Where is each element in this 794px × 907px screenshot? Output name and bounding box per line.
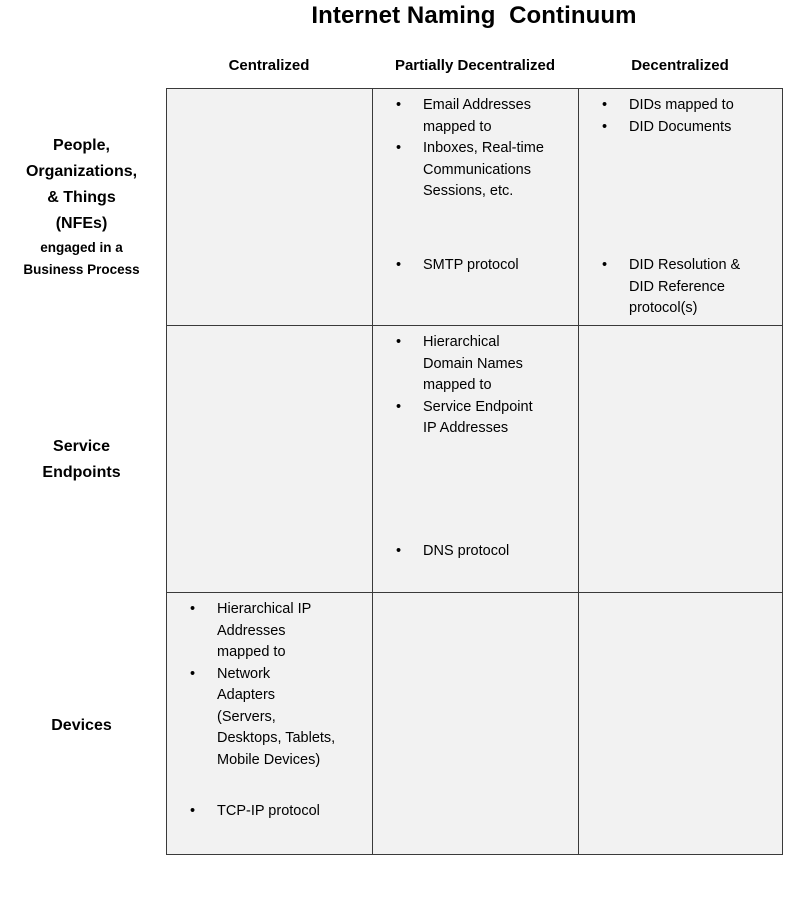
bullet-dot-icon: • [190, 665, 196, 682]
row-label-primary-text: People, Organizations, & Things (NFEs) [25, 137, 138, 232]
bullet-text: Service Endpoint IP Addresses [423, 398, 533, 437]
bullet-item: • DID Resolution & DID Reference protocol… [583, 255, 778, 320]
naming-continuum-matrix: • Email Addresses mapped to • Inboxes, Real… [166, 88, 783, 855]
row-label-service-endpoints: Service Endpoints [0, 326, 166, 594]
mapping-bullet-list: • DIDs mapped to • DID Documents [583, 95, 778, 138]
bullet-text: DID Resolution & DID Reference protocol(… [629, 257, 741, 316]
bullet-item: • SMTP protocol [377, 255, 574, 277]
row-label-primary-text: Devices [51, 716, 112, 734]
cell-people-centralized[interactable] [166, 88, 373, 326]
bullet-item: • Network Adapters (Servers, Desktops, Ta… [171, 664, 368, 772]
row-label-secondary-text: engaged in a Business Process [23, 240, 140, 277]
bullet-dot-icon: • [602, 97, 608, 113]
column-header-decentralized: Decentralized [631, 57, 729, 74]
bullet-text: DNS protocol [423, 543, 510, 559]
protocol-bullet-list: • DID Resolution & DID Reference protocol… [583, 255, 778, 320]
bullet-dot-icon: • [396, 334, 402, 350]
bullet-dot-icon: • [602, 257, 608, 273]
bullet-item: • Inboxes, Real-time Communications Sessi… [377, 138, 574, 203]
cell-devices-centralized[interactable]: • Hierarchical IP Addresses mapped to • Net… [166, 592, 373, 855]
column-header-row: Centralized Partially Decentralized Dece… [166, 56, 782, 80]
protocol-bullet-list: • DNS protocol [377, 541, 574, 563]
row-label-devices: Devices [0, 594, 166, 857]
bullet-item: • Email Addresses mapped to [377, 95, 574, 138]
bullet-dot-icon: • [602, 118, 608, 135]
bullet-dot-icon: • [396, 140, 402, 156]
mapping-bullet-list: • Email Addresses mapped to • Inboxes, Real… [377, 95, 574, 203]
bullet-dot-icon: • [396, 543, 402, 559]
bullet-item: • DID Documents [583, 117, 778, 139]
cell-devices-partially-decentralized[interactable] [372, 592, 579, 855]
protocol-bullet-list: • SMTP protocol [377, 255, 574, 277]
bullet-item: • TCP-IP protocol [171, 801, 368, 823]
bullet-dot-icon: • [190, 803, 196, 819]
bullet-dot-icon: • [396, 257, 402, 273]
bullet-item: • DNS protocol [377, 541, 574, 563]
bullet-item: • Hierarchical IP Addresses mapped to [171, 599, 368, 664]
bullet-dot-icon: • [190, 601, 196, 617]
table-row: • Hierarchical Domain Names mapped to • Ser… [166, 325, 783, 593]
protocol-bullet-list: • TCP-IP protocol [171, 801, 368, 823]
column-header-centralized: Centralized [228, 57, 310, 74]
bullet-text: Inboxes, Real-time Communications Sessio… [423, 140, 544, 199]
row-label-primary-text: Service Endpoints [42, 438, 121, 481]
bullet-text: DID Documents [629, 118, 732, 135]
bullet-text: Hierarchical Domain Names mapped to [423, 334, 523, 393]
table-row: • Hierarchical IP Addresses mapped to • Net… [166, 592, 783, 855]
cell-people-decentralized[interactable]: • DIDs mapped to • DID Documents • DID Resolu… [578, 88, 783, 326]
mapping-bullet-list: • Hierarchical IP Addresses mapped to • Net… [171, 599, 368, 771]
cell-devices-decentralized[interactable] [578, 592, 783, 855]
table-row: • Email Addresses mapped to • Inboxes, Real… [166, 88, 783, 326]
bullet-item: • Service Endpoint IP Addresses [377, 397, 574, 440]
cell-people-partially-decentralized[interactable]: • Email Addresses mapped to • Inboxes, Real… [372, 88, 579, 326]
bullet-text: Hierarchical IP Addresses mapped to [217, 601, 312, 660]
bullet-dot-icon: • [396, 97, 402, 113]
bullet-text: Network Adapters (Servers, Desktops, Tab… [217, 665, 336, 768]
bullet-dot-icon: • [396, 398, 402, 415]
cell-service-endpoints-centralized[interactable] [166, 325, 373, 593]
cell-service-endpoints-partially-decentralized[interactable]: • Hierarchical Domain Names mapped to • Ser… [372, 325, 579, 593]
row-label-gutter: People, Organizations, & Things (NFEs) e… [0, 88, 166, 857]
mapping-bullet-list: • Hierarchical Domain Names mapped to • Ser… [377, 332, 574, 440]
bullet-text: Email Addresses mapped to [423, 97, 531, 135]
bullet-item: • DIDs mapped to [583, 95, 778, 117]
page-title: Internet Naming Continuum [311, 2, 637, 29]
bullet-text: SMTP protocol [423, 257, 519, 273]
cell-service-endpoints-decentralized[interactable] [578, 325, 783, 593]
bullet-item: • Hierarchical Domain Names mapped to [377, 332, 574, 397]
bullet-text: DIDs mapped to [629, 97, 734, 113]
column-header-partially-decentralized: Partially Decentralized [394, 57, 556, 74]
row-label-people-organizations-things: People, Organizations, & Things (NFEs) e… [0, 88, 166, 326]
bullet-text: TCP-IP protocol [217, 803, 320, 819]
